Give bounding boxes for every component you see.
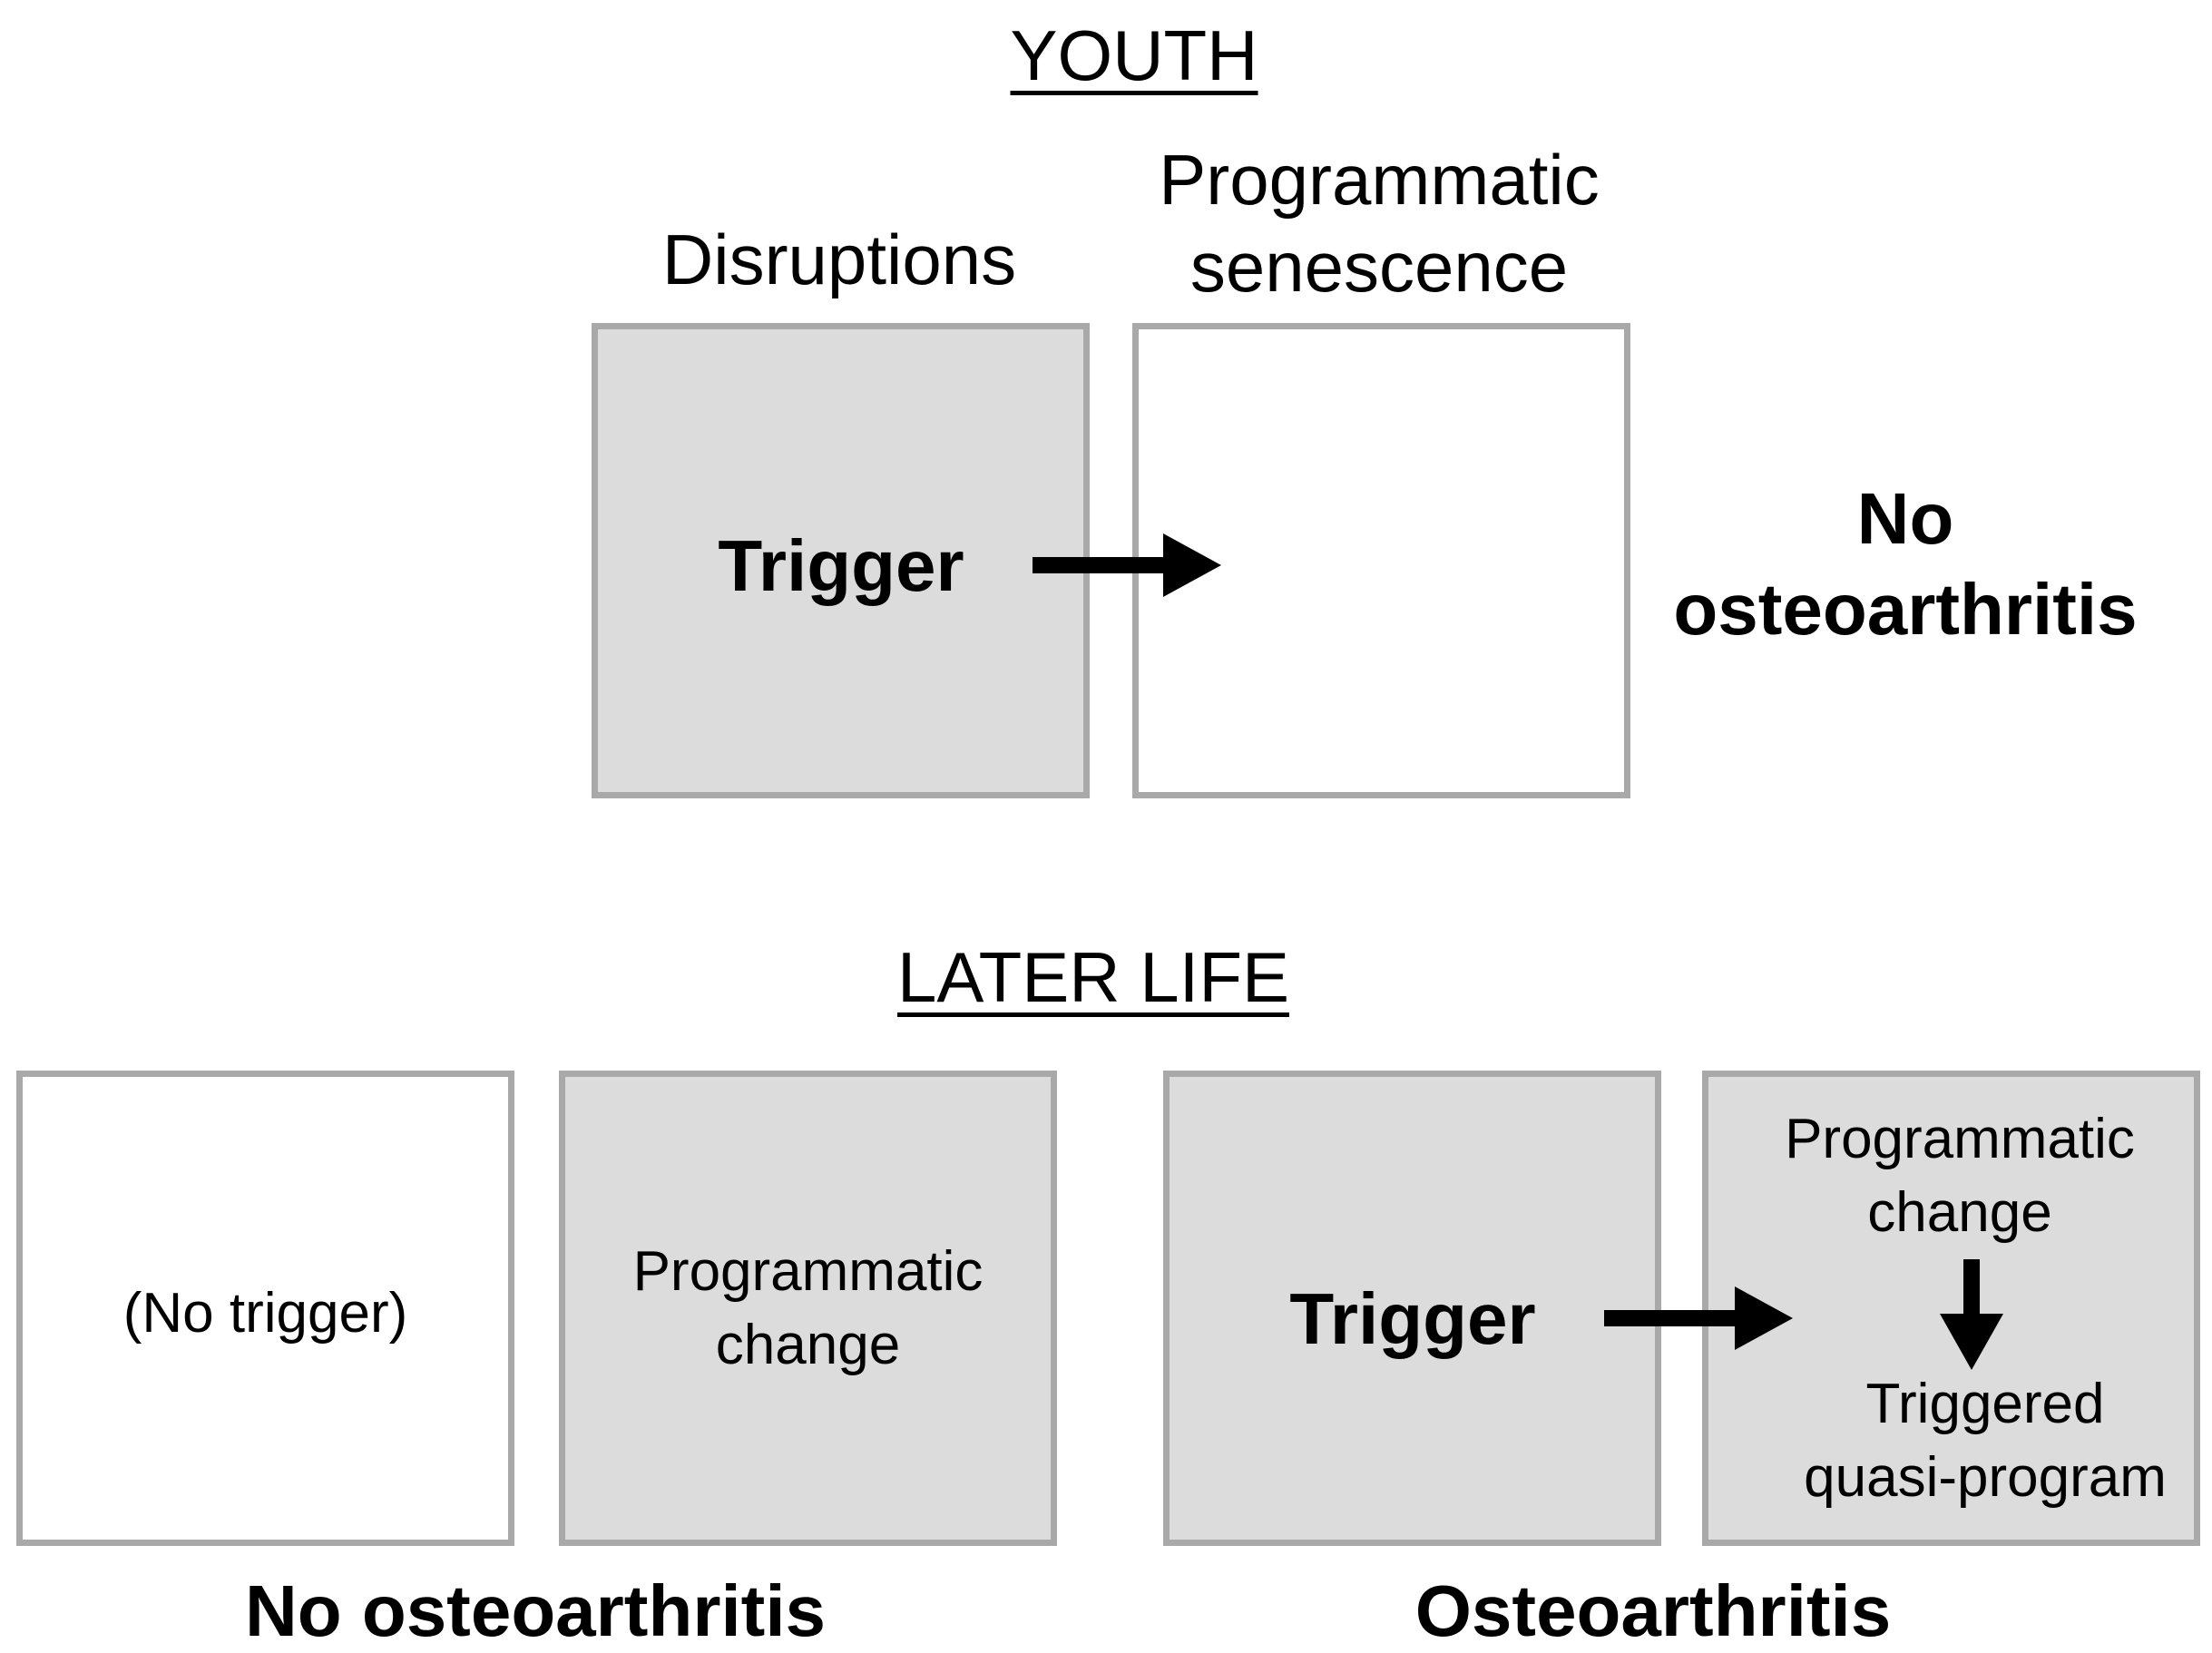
programmatic-senescence-line1: Programmatic [1159, 140, 1600, 220]
no-trigger-box [16, 1071, 514, 1546]
programmatic-change-right-line1: Programmatic [1785, 1108, 2135, 1170]
youth-programmatic-box [1132, 323, 1630, 798]
later-life-trigger-label: Trigger [1289, 1278, 1536, 1359]
programmatic-to-triggered-arrow [1940, 1259, 2003, 1370]
later-life-outcome-left: No osteoarthritis [244, 1570, 827, 1651]
programmatic-change-box-right [1702, 1071, 2200, 1546]
programmatic-change-label-left: Programmatic change [559, 1236, 1057, 1382]
youth-disruptions-box [592, 323, 1090, 798]
triggered-quasi-program-label: Triggered quasi-program [1749, 1368, 2212, 1514]
triggered-line1: Triggered [1865, 1373, 2105, 1435]
programmatic-change-right-line2: change [1867, 1180, 2052, 1244]
later-life-trigger-arrow [1604, 1286, 1793, 1350]
later-life-heading: LATER LIFE [896, 937, 1289, 1017]
triggered-line2: quasi-program [1804, 1445, 2167, 1509]
disruptions-label: Disruptions [661, 220, 1017, 299]
programmatic-senescence-line2: senescence [1189, 227, 1569, 307]
programmatic-senescence-label: Programmatic senescence [1107, 136, 1651, 310]
youth-trigger-arrow [1033, 533, 1221, 597]
youth-outcome-line2: osteoarthritis [1673, 569, 2138, 650]
programmatic-change-box-left [559, 1071, 1057, 1546]
no-trigger-label: (No trigger) [122, 1282, 408, 1345]
youth-outcome-line1: No [1856, 478, 1954, 559]
youth-heading: YOUTH [1010, 15, 1258, 95]
youth-outcome: No osteoarthritis [1615, 474, 2196, 655]
programmatic-change-left-line1: Programmatic [632, 1240, 984, 1303]
later-life-outcome-right: Osteoarthritis [1414, 1570, 1892, 1651]
later-life-trigger-box [1163, 1071, 1661, 1546]
programmatic-change-left-line2: change [715, 1313, 901, 1376]
youth-trigger-label: Trigger [718, 525, 964, 606]
programmatic-change-label-right: Programmatic change [1724, 1103, 2196, 1249]
